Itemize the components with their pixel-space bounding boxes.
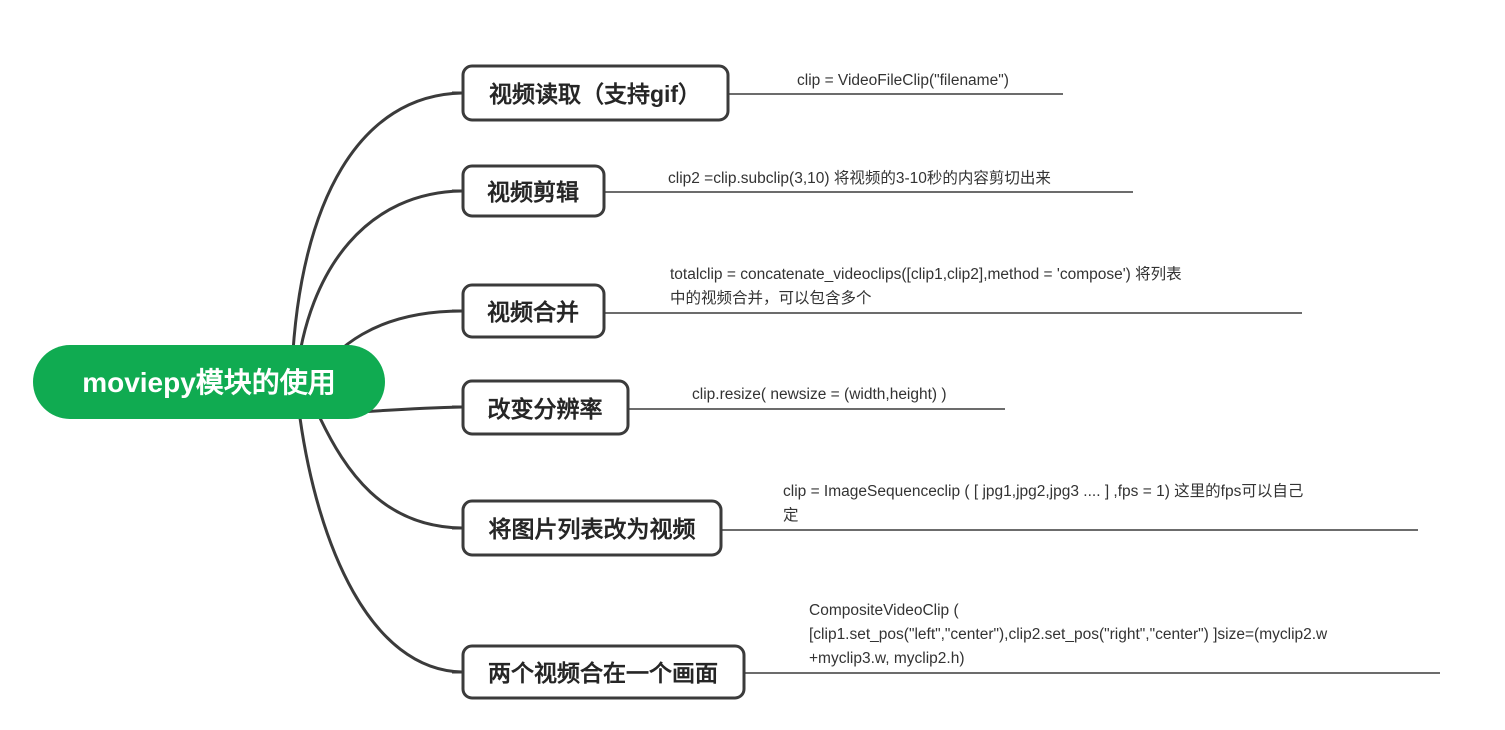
- connector-curve-2: [294, 189, 464, 382]
- branch-node-6-label: 两个视频合在一个画面: [488, 660, 718, 686]
- branch-annotation-1: clip = VideoFileClip("filename"): [729, 72, 1063, 95]
- branch-node-1-label: 视频读取（支持gif）: [489, 81, 701, 107]
- branch-annotation-6: CompositeVideoClip ( [clip1.set_pos("lef…: [745, 602, 1440, 674]
- branch-node-4-label: 改变分辨率: [488, 396, 603, 422]
- annotation-text-4-line-1: clip.resize( newsize = (width,height) ): [692, 386, 947, 403]
- branch-node-2[interactable]: 视频剪辑: [452, 164, 606, 218]
- annotation-text-6-line-1: CompositeVideoClip (: [809, 602, 959, 619]
- branch-annotation-5: clip = ImageSequenceclip ( [ jpg1,jpg2,j…: [722, 482, 1418, 531]
- branch-node-3-label: 视频合并: [487, 299, 579, 325]
- branch-node-1[interactable]: 视频读取（支持gif）: [452, 64, 730, 122]
- connector-curve-6: [298, 416, 464, 674]
- branch-node-6[interactable]: 两个视频合在一个画面: [452, 644, 746, 700]
- branch-node-1-shape: [461, 64, 730, 122]
- branch-node-3[interactable]: 视频合并: [452, 283, 606, 339]
- root-node-label: moviepy模块的使用: [82, 366, 336, 398]
- branch-node-4[interactable]: 改变分辨率: [452, 379, 630, 436]
- branch-node-2-label: 视频剪辑: [487, 179, 579, 205]
- annotation-text-6-line-2: [clip1.set_pos("left","center"),clip2.se…: [809, 626, 1328, 643]
- branch-annotation-3: totalclip = concatenate_videoclips([clip…: [605, 265, 1302, 314]
- branch-node-4-shape: [461, 379, 630, 436]
- root-node[interactable]: moviepy模块的使用: [33, 345, 385, 419]
- branch-node-5-shape: [461, 499, 723, 557]
- connector-curve-1: [290, 91, 464, 370]
- branch-annotation-4: clip.resize( newsize = (width,height) ): [629, 386, 1005, 410]
- annotation-text-2-line-1: clip2 =clip.subclip(3,10) 将视频的3-10秒的内容剪切…: [668, 169, 1051, 187]
- branch-node-6-shape: [461, 644, 746, 700]
- annotation-text-5-line-2: 定: [783, 506, 799, 524]
- branch-node-5[interactable]: 将图片列表改为视频: [452, 499, 723, 557]
- annotation-text-6-line-3: +myclip3.w, myclip2.h): [809, 650, 964, 667]
- annotation-text-5-line-1: clip = ImageSequenceclip ( [ jpg1,jpg2,j…: [783, 482, 1303, 500]
- annotation-text-1-line-1: clip = VideoFileClip("filename"): [797, 72, 1009, 89]
- branch-node-3-shape: [461, 283, 606, 339]
- branch-node-2-shape: [461, 164, 606, 218]
- connector-curve-5: [318, 416, 464, 530]
- root-node-shape: [33, 345, 385, 419]
- annotation-text-3-line-1: totalclip = concatenate_videoclips([clip…: [670, 265, 1182, 283]
- branch-annotation-2: clip2 =clip.subclip(3,10) 将视频的3-10秒的内容剪切…: [605, 169, 1133, 193]
- annotation-text-3-line-2: 中的视频合并，可以包含多个: [670, 289, 872, 307]
- branch-node-5-label: 将图片列表改为视频: [489, 516, 696, 542]
